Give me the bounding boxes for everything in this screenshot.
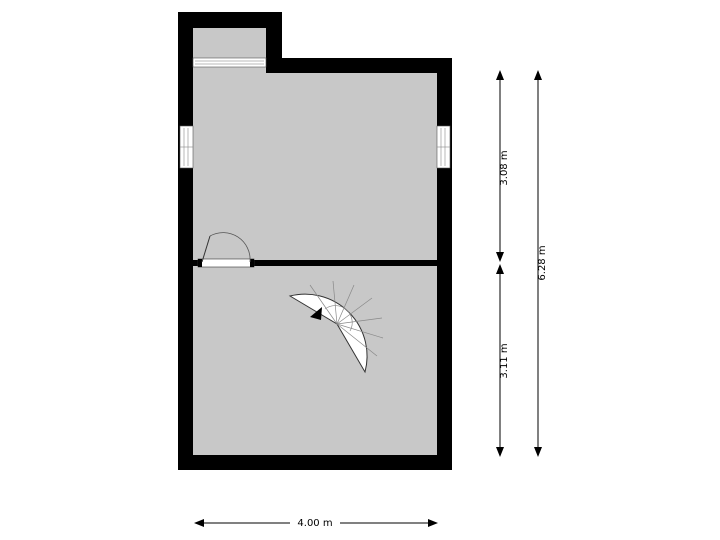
stair-treads [309, 280, 384, 357]
dimension-upper-height: 3.08 m [496, 70, 510, 262]
left-window [179, 125, 194, 169]
dimension-lower-label: 3.11 m [499, 343, 510, 378]
dimension-upper-label: 3.08 m [499, 150, 510, 185]
dimension-width-label: 4.00 m [297, 518, 332, 529]
dimension-width: 4.00 m [194, 514, 438, 530]
upper-room-floor [193, 73, 437, 260]
closet-floor [193, 28, 266, 61]
stair-inner-curve [324, 305, 353, 332]
door-leaf [201, 235, 211, 263]
up-arrow-icon [310, 307, 322, 320]
door-swing-arc [209, 232, 251, 263]
dimension-total-label: 6.28 m [537, 245, 548, 280]
right-window [436, 125, 451, 169]
interior-door [197, 232, 255, 268]
spiral-stair [288, 280, 384, 374]
lower-room-floor [193, 266, 437, 455]
dimension-total-height: 6.28 m [534, 70, 548, 457]
closet-threshold [192, 57, 267, 68]
dimension-lower-height: 3.11 m [496, 264, 510, 457]
interior-wall [193, 260, 437, 266]
stair-outline [288, 293, 368, 374]
